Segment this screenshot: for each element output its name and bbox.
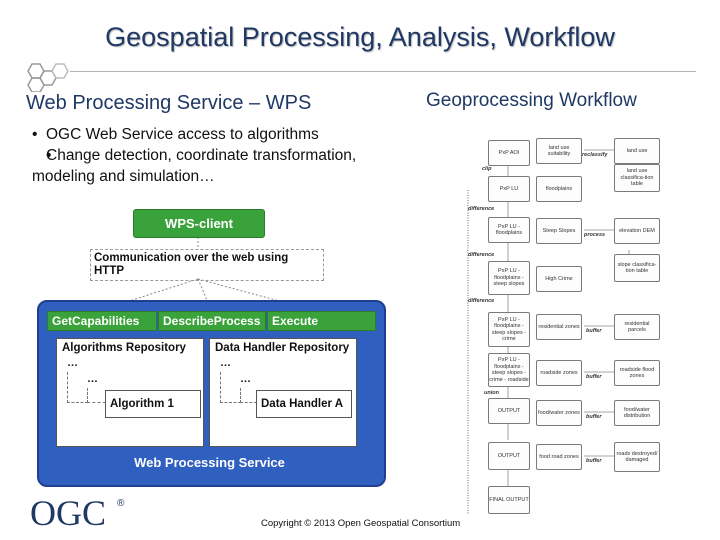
workflow-edge-label: buffer xyxy=(586,414,602,420)
workflow-node: Steep Slopes xyxy=(536,218,582,244)
workflow-node: slope classifica-tion table xyxy=(614,254,660,282)
data-handler-repository-title: Data Handler Repository xyxy=(215,342,350,354)
ellipsis-4: … xyxy=(240,373,251,385)
workflow-edge-label: difference xyxy=(468,252,495,258)
workflow-node: High Crime xyxy=(536,266,582,292)
copyright-text: Copyright © 2013 Open Geospatial Consort… xyxy=(261,518,461,529)
slide-title: Geospatial Processing, Analysis, Workflo… xyxy=(105,22,615,52)
tree-line xyxy=(67,372,88,403)
op-execute: Execute xyxy=(267,311,376,331)
workflow-node: OUTPUT xyxy=(488,398,530,424)
workflow-edge-label: difference xyxy=(468,206,495,212)
wps-service-label: Web Processing Service xyxy=(134,455,285,470)
workflow-node: elevation DEM xyxy=(614,218,660,244)
ellipsis-1: … xyxy=(67,357,78,369)
workflow-node: PxP LU - floodplains - steep slopes xyxy=(488,261,530,295)
workflow-node: land use classifica-tion table xyxy=(614,164,660,192)
algorithms-repository-title: Algorithms Repository xyxy=(62,342,186,354)
wps-client-label: WPS-client xyxy=(165,216,233,231)
tree-line xyxy=(220,372,241,403)
bullet-list: OGC Web Service access to algorithms Cha… xyxy=(32,124,422,187)
workflow-node: PxP LU - floodplains - steep slopes - cr… xyxy=(488,312,530,347)
bullet-item: OGC Web Service access to algorithms xyxy=(32,124,422,145)
wps-client-box: WPS-client xyxy=(133,209,265,238)
workflow-diagram: PxP AOI land use suitability land use Px… xyxy=(464,130,696,516)
workflow-node: food road zones xyxy=(536,444,582,470)
ellipsis-2: … xyxy=(87,373,98,385)
tree-line xyxy=(240,388,257,403)
workflow-edge-label: buffer xyxy=(586,374,602,380)
workflow-edge-label: union xyxy=(484,390,499,396)
ellipsis-3: … xyxy=(220,357,231,369)
workflow-node: land use suitability xyxy=(536,138,582,164)
workflow-node: roadside flood zones xyxy=(614,360,660,386)
hexagon-logo-icon xyxy=(27,63,69,92)
tree-line xyxy=(87,388,106,403)
bullet-item: Change detection, coordinate transformat… xyxy=(32,145,422,187)
workflow-node: food/water distribution xyxy=(614,400,660,426)
workflow-edge-label: buffer xyxy=(586,328,602,334)
workflow-edge-label: reclassify xyxy=(582,152,608,158)
workflow-node: roads destroyed/ damaged xyxy=(614,442,660,472)
algorithm-item: Algorithm 1 xyxy=(105,390,201,418)
workflow-node: PxP AOI xyxy=(488,140,530,166)
ogc-logo: OGC xyxy=(30,493,107,533)
workflow-node: roadside zones xyxy=(536,360,582,386)
subtitle-wps: Web Processing Service – WPS xyxy=(26,92,312,114)
workflow-edge-label: clip xyxy=(482,166,492,172)
workflow-node: PxP LU - floodplains xyxy=(488,217,530,243)
workflow-edge-label: process xyxy=(584,232,606,238)
workflow-node: PxP LU - floodplains - steep slopes - cr… xyxy=(488,353,530,387)
workflow-node: residential parcels xyxy=(614,314,660,340)
workflow-node: land use xyxy=(614,138,660,164)
op-getcapabilities: GetCapabilities xyxy=(47,311,157,331)
workflow-node: OUTPUT xyxy=(488,442,530,470)
communication-text: Communication over the web using HTTP xyxy=(94,252,289,277)
workflow-node: food/water zones xyxy=(536,400,582,426)
data-handler-item: Data Handler A xyxy=(256,390,352,418)
workflow-edge-label: buffer xyxy=(586,458,602,464)
ogc-registered-mark: ® xyxy=(117,498,125,509)
title-divider xyxy=(70,71,696,72)
workflow-node: PxP LU xyxy=(488,176,530,202)
workflow-edge-label: difference xyxy=(468,298,495,304)
workflow-node: residential zones xyxy=(536,314,582,340)
op-describeprocess: DescribeProcess xyxy=(158,311,266,331)
subtitle-workflow: Geoprocessing Workflow xyxy=(426,90,637,111)
workflow-node: FINAL OUTPUT xyxy=(488,486,530,514)
communication-box xyxy=(90,249,324,281)
workflow-node: floodplains xyxy=(536,176,582,202)
